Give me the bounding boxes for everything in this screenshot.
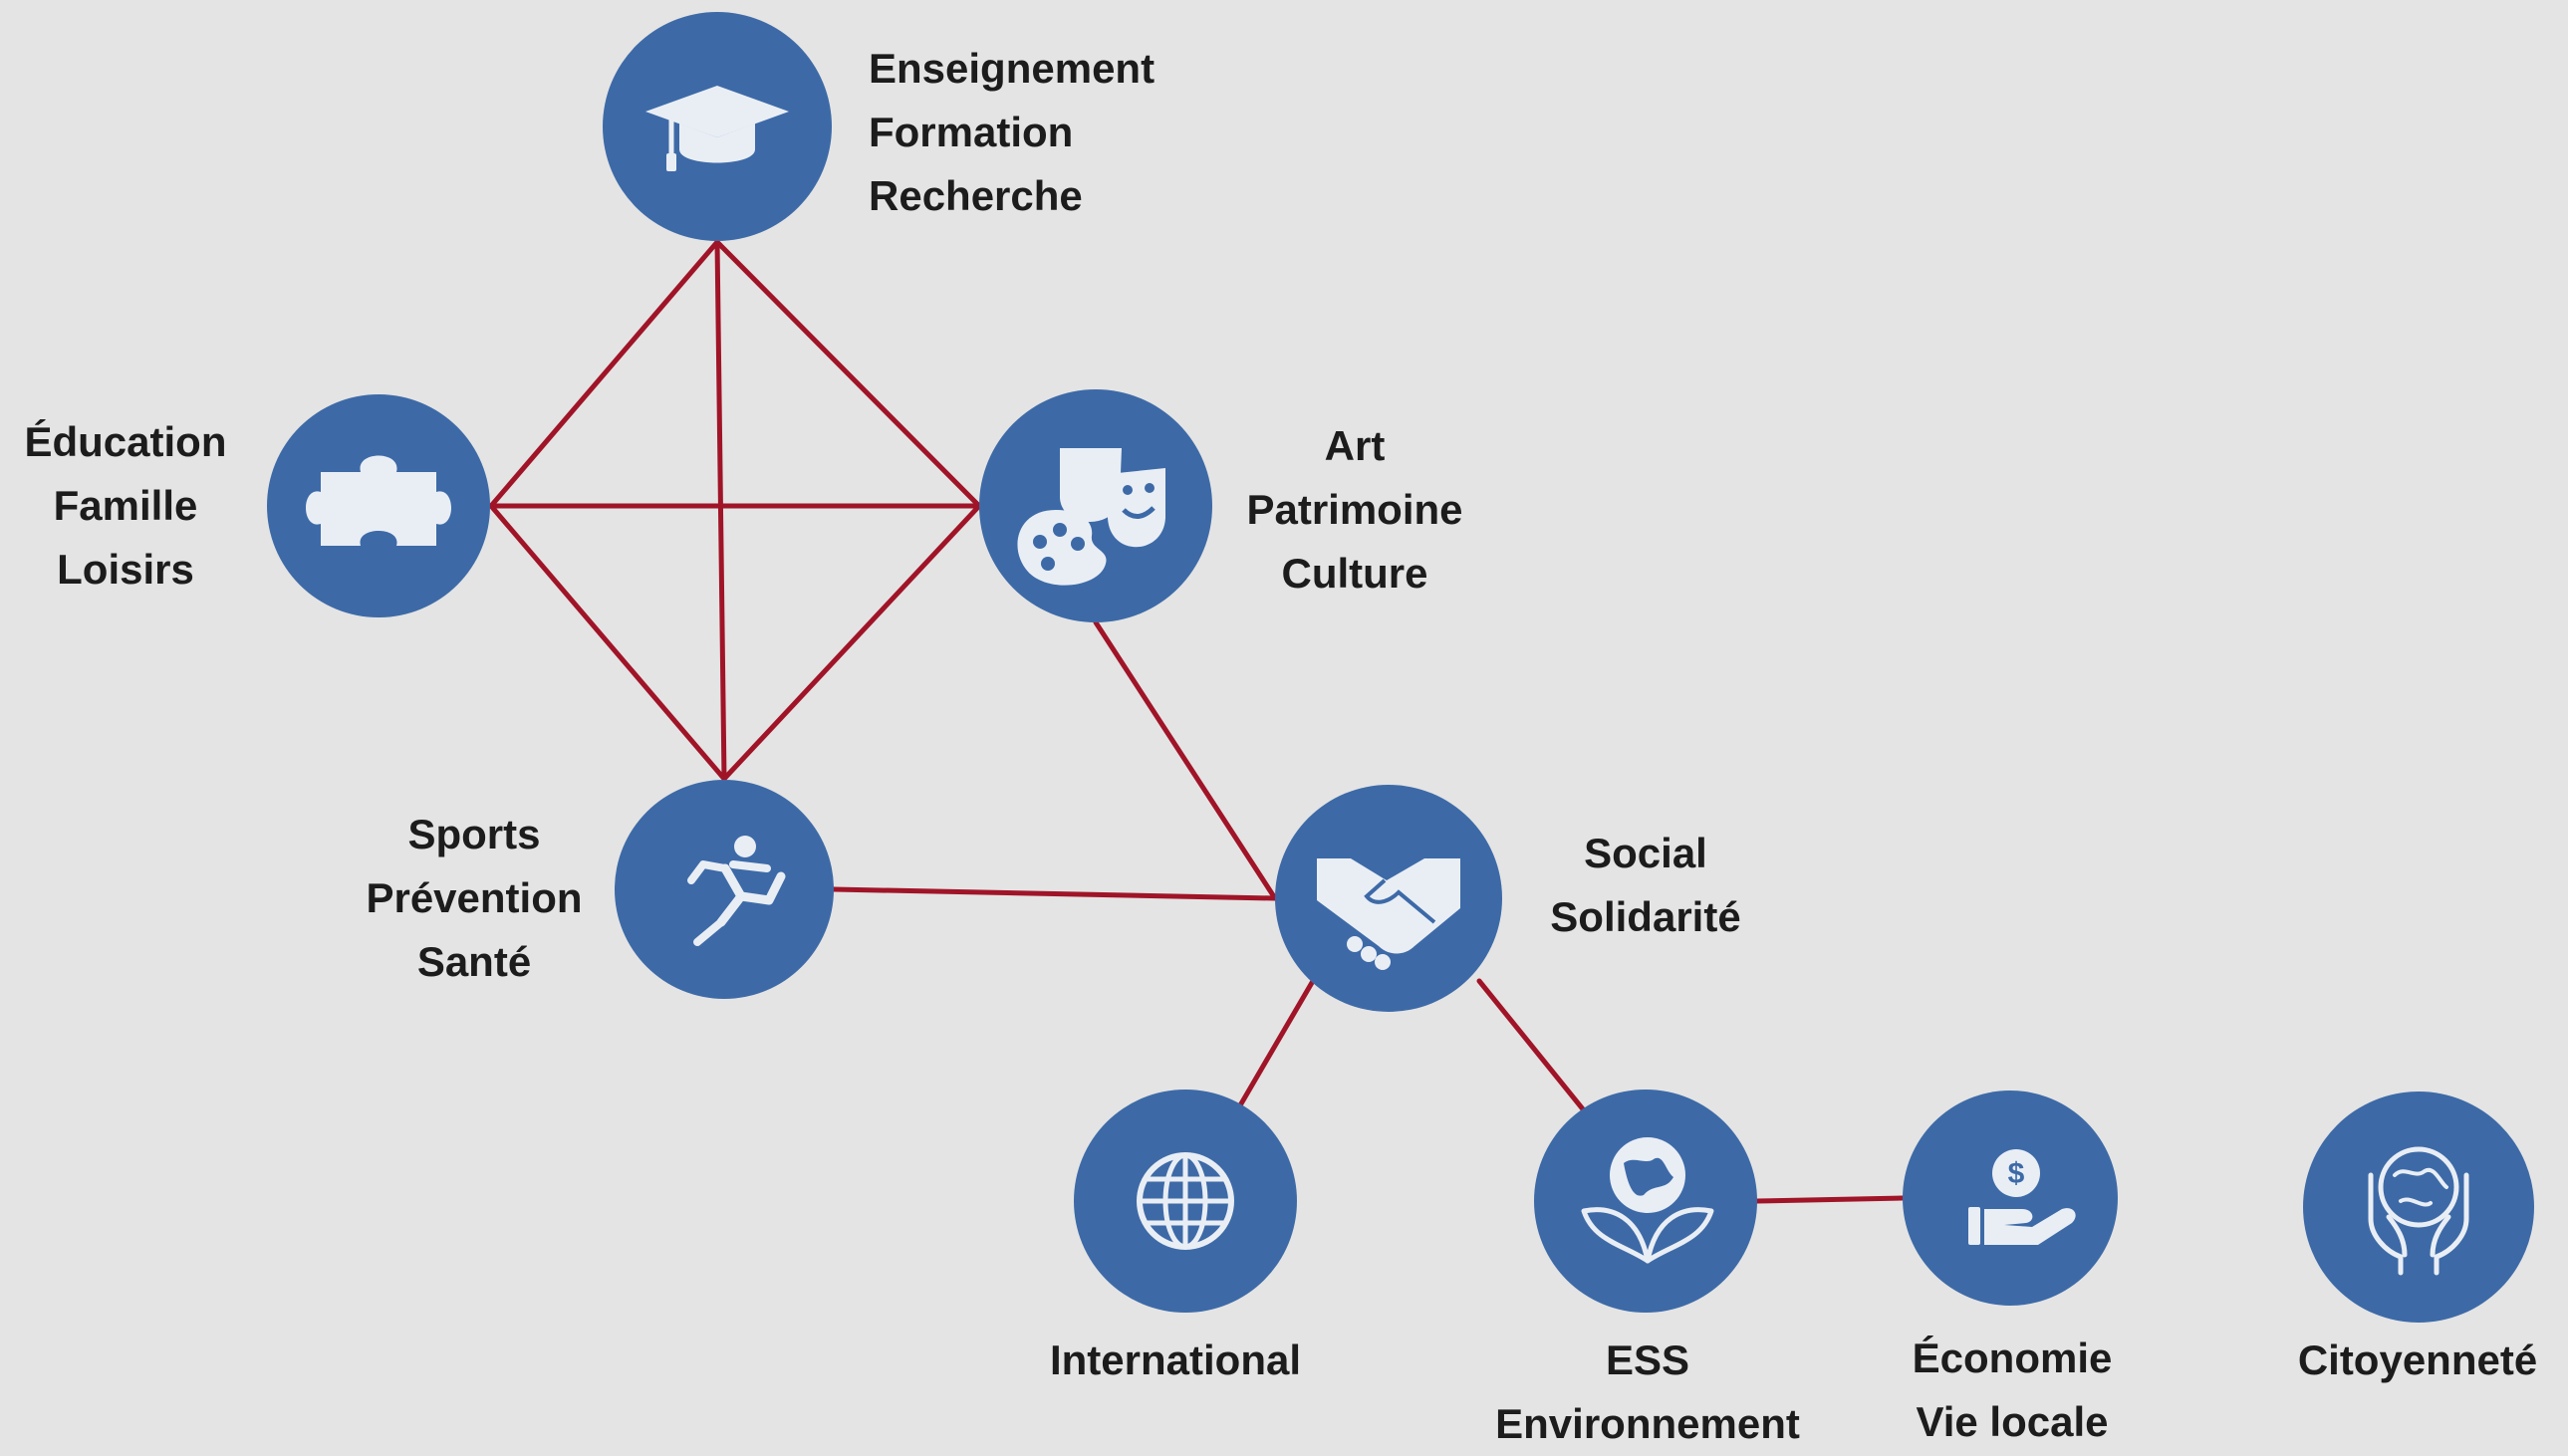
label-art: Art Patrimoine Culture xyxy=(1215,414,1494,606)
edge-art-sports xyxy=(721,503,982,782)
edge-education-sports xyxy=(488,503,727,782)
node-art xyxy=(979,389,1212,622)
label-sports: Sports Prévention Santé xyxy=(337,803,612,994)
label-enseignement: Enseignement Formation Recherche xyxy=(869,37,1155,228)
node-ess xyxy=(1534,1090,1757,1313)
label-line: Enseignement xyxy=(869,45,1156,92)
handshake-icon xyxy=(1317,858,1460,970)
edge-sports-social xyxy=(831,886,1278,901)
label-line: Santé xyxy=(416,938,532,985)
label-international: International xyxy=(1016,1329,1335,1392)
node-economie: $ xyxy=(1903,1091,2118,1306)
earth-leaves-icon xyxy=(1581,1137,1714,1264)
label-education: Éducation Famille Loisirs xyxy=(6,410,245,602)
label-line: Éducation xyxy=(24,418,227,465)
label-line: ESS xyxy=(1605,1336,1690,1383)
hands-globe-icon xyxy=(2368,1146,2469,1276)
label-line: Économie xyxy=(1912,1335,2113,1381)
label-economie: Économie Vie locale xyxy=(1873,1327,2152,1454)
graduation-cap-icon xyxy=(645,86,789,171)
label-line: Solidarité xyxy=(1550,893,1741,940)
label-line: Art xyxy=(1324,422,1386,469)
edge-art-social xyxy=(1093,619,1278,901)
node-sports xyxy=(615,780,834,999)
connection-lines xyxy=(488,239,1906,1204)
label-ess: ESS Environnement xyxy=(1464,1329,1831,1456)
node-social xyxy=(1275,785,1502,1012)
edge-social-ess xyxy=(1476,978,1587,1113)
edge-social-international xyxy=(1237,978,1316,1108)
edge-enseignement-art xyxy=(714,239,982,509)
label-line: Famille xyxy=(53,482,198,529)
node-enseignement xyxy=(603,12,832,241)
svg-text:$: $ xyxy=(2008,1157,2025,1190)
edge-enseignement-sports xyxy=(714,239,727,782)
node-education xyxy=(267,394,490,617)
label-line: Culture xyxy=(1281,550,1428,597)
node-citoyennete xyxy=(2303,1092,2534,1323)
edge-ess-economie xyxy=(1754,1195,1906,1204)
globe-grid-icon xyxy=(1137,1152,1234,1250)
label-line: Sports xyxy=(407,811,541,857)
label-line: Environnement xyxy=(1495,1400,1800,1447)
puzzle-piece-icon xyxy=(306,455,451,546)
label-line: Formation xyxy=(869,109,1074,155)
runner-icon xyxy=(687,836,786,946)
theater-masks-palette-icon xyxy=(1017,448,1165,586)
label-line: Patrimoine xyxy=(1246,486,1463,533)
edge-enseignement-education xyxy=(488,239,720,509)
label-line: Recherche xyxy=(869,172,1083,219)
node-international xyxy=(1074,1090,1297,1313)
label-social: Social Solidarité xyxy=(1506,822,1785,949)
label-line: Prévention xyxy=(366,874,583,921)
label-line: Vie locale xyxy=(1916,1398,2109,1445)
label-line: Social xyxy=(1584,830,1707,876)
label-line: Citoyenneté xyxy=(2297,1336,2538,1383)
hand-coin-icon: $ xyxy=(1968,1149,2076,1245)
label-line: Loisirs xyxy=(57,546,194,593)
label-line: International xyxy=(1049,1336,1302,1383)
label-citoyennete: Citoyenneté xyxy=(2269,1329,2566,1392)
